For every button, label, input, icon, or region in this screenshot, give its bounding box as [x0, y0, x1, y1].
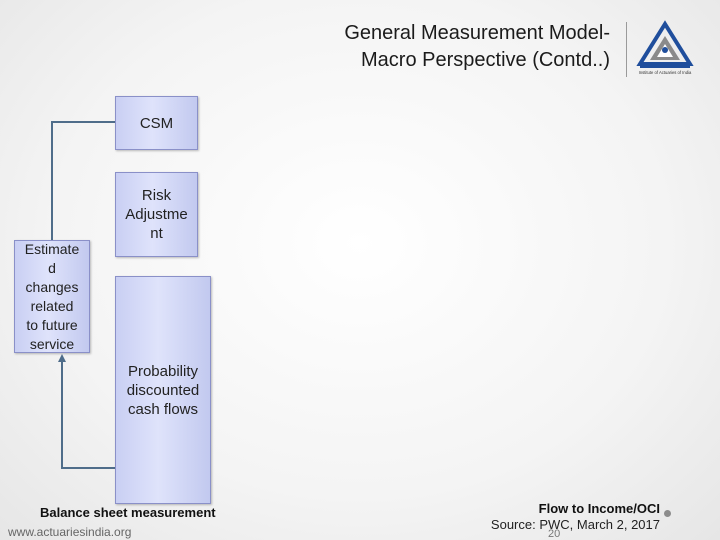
balance-sheet-label: Balance sheet measurement: [40, 505, 216, 520]
income-flow-label: Flow to Income/OCI: [538, 501, 660, 516]
estimated-changes-line: Estimate: [24, 240, 80, 257]
risk-adjustment-box: Risk Adjustme nt: [115, 172, 198, 257]
estimated-changes-line: to future: [26, 316, 78, 333]
arrowhead-up-icon: [58, 354, 66, 362]
slide-title-line-1: General Measurement Model-: [344, 22, 610, 44]
title-divider: [626, 22, 627, 77]
estimated-changes-line: changes: [25, 278, 79, 295]
source-citation: Source: PWC, March 2, 2017: [490, 517, 660, 532]
cash-flows-line: Probability: [127, 362, 199, 380]
probability-cash-flows-box: Probability discounted cash flows: [115, 276, 211, 504]
website-link[interactable]: www.actuariesindia.org: [8, 525, 132, 539]
estimated-changes-line: d: [48, 259, 56, 276]
risk-adjustment-line: Risk: [141, 187, 172, 204]
institute-logo-icon: Institute of Actuaries of India: [636, 20, 694, 75]
cash-flows-line: cash flows: [127, 400, 199, 418]
risk-adjustment-line: Adjustme: [125, 206, 188, 223]
risk-adjustment-line: nt: [150, 225, 163, 242]
connector-estimate-to-csm: [51, 121, 115, 240]
slide-title-line-2: Macro Perspective (Contd..): [361, 49, 610, 71]
cash-flows-line: discounted: [126, 381, 200, 399]
csm-box: CSM: [115, 96, 198, 150]
page-number: 20: [548, 528, 561, 540]
connector-cashflows-to-estimate: [61, 356, 115, 469]
estimated-changes-box: Estimate d changes related to future ser…: [14, 240, 90, 353]
estimated-changes-line: service: [29, 335, 75, 352]
csm-label: CSM: [139, 114, 174, 132]
estimated-changes-line: related: [30, 297, 74, 314]
bullet-dot-icon: [664, 510, 671, 517]
slide-title: General Measurement Model- Macro Perspec…: [270, 20, 610, 74]
logo-caption: Institute of Actuaries of India: [639, 70, 692, 75]
